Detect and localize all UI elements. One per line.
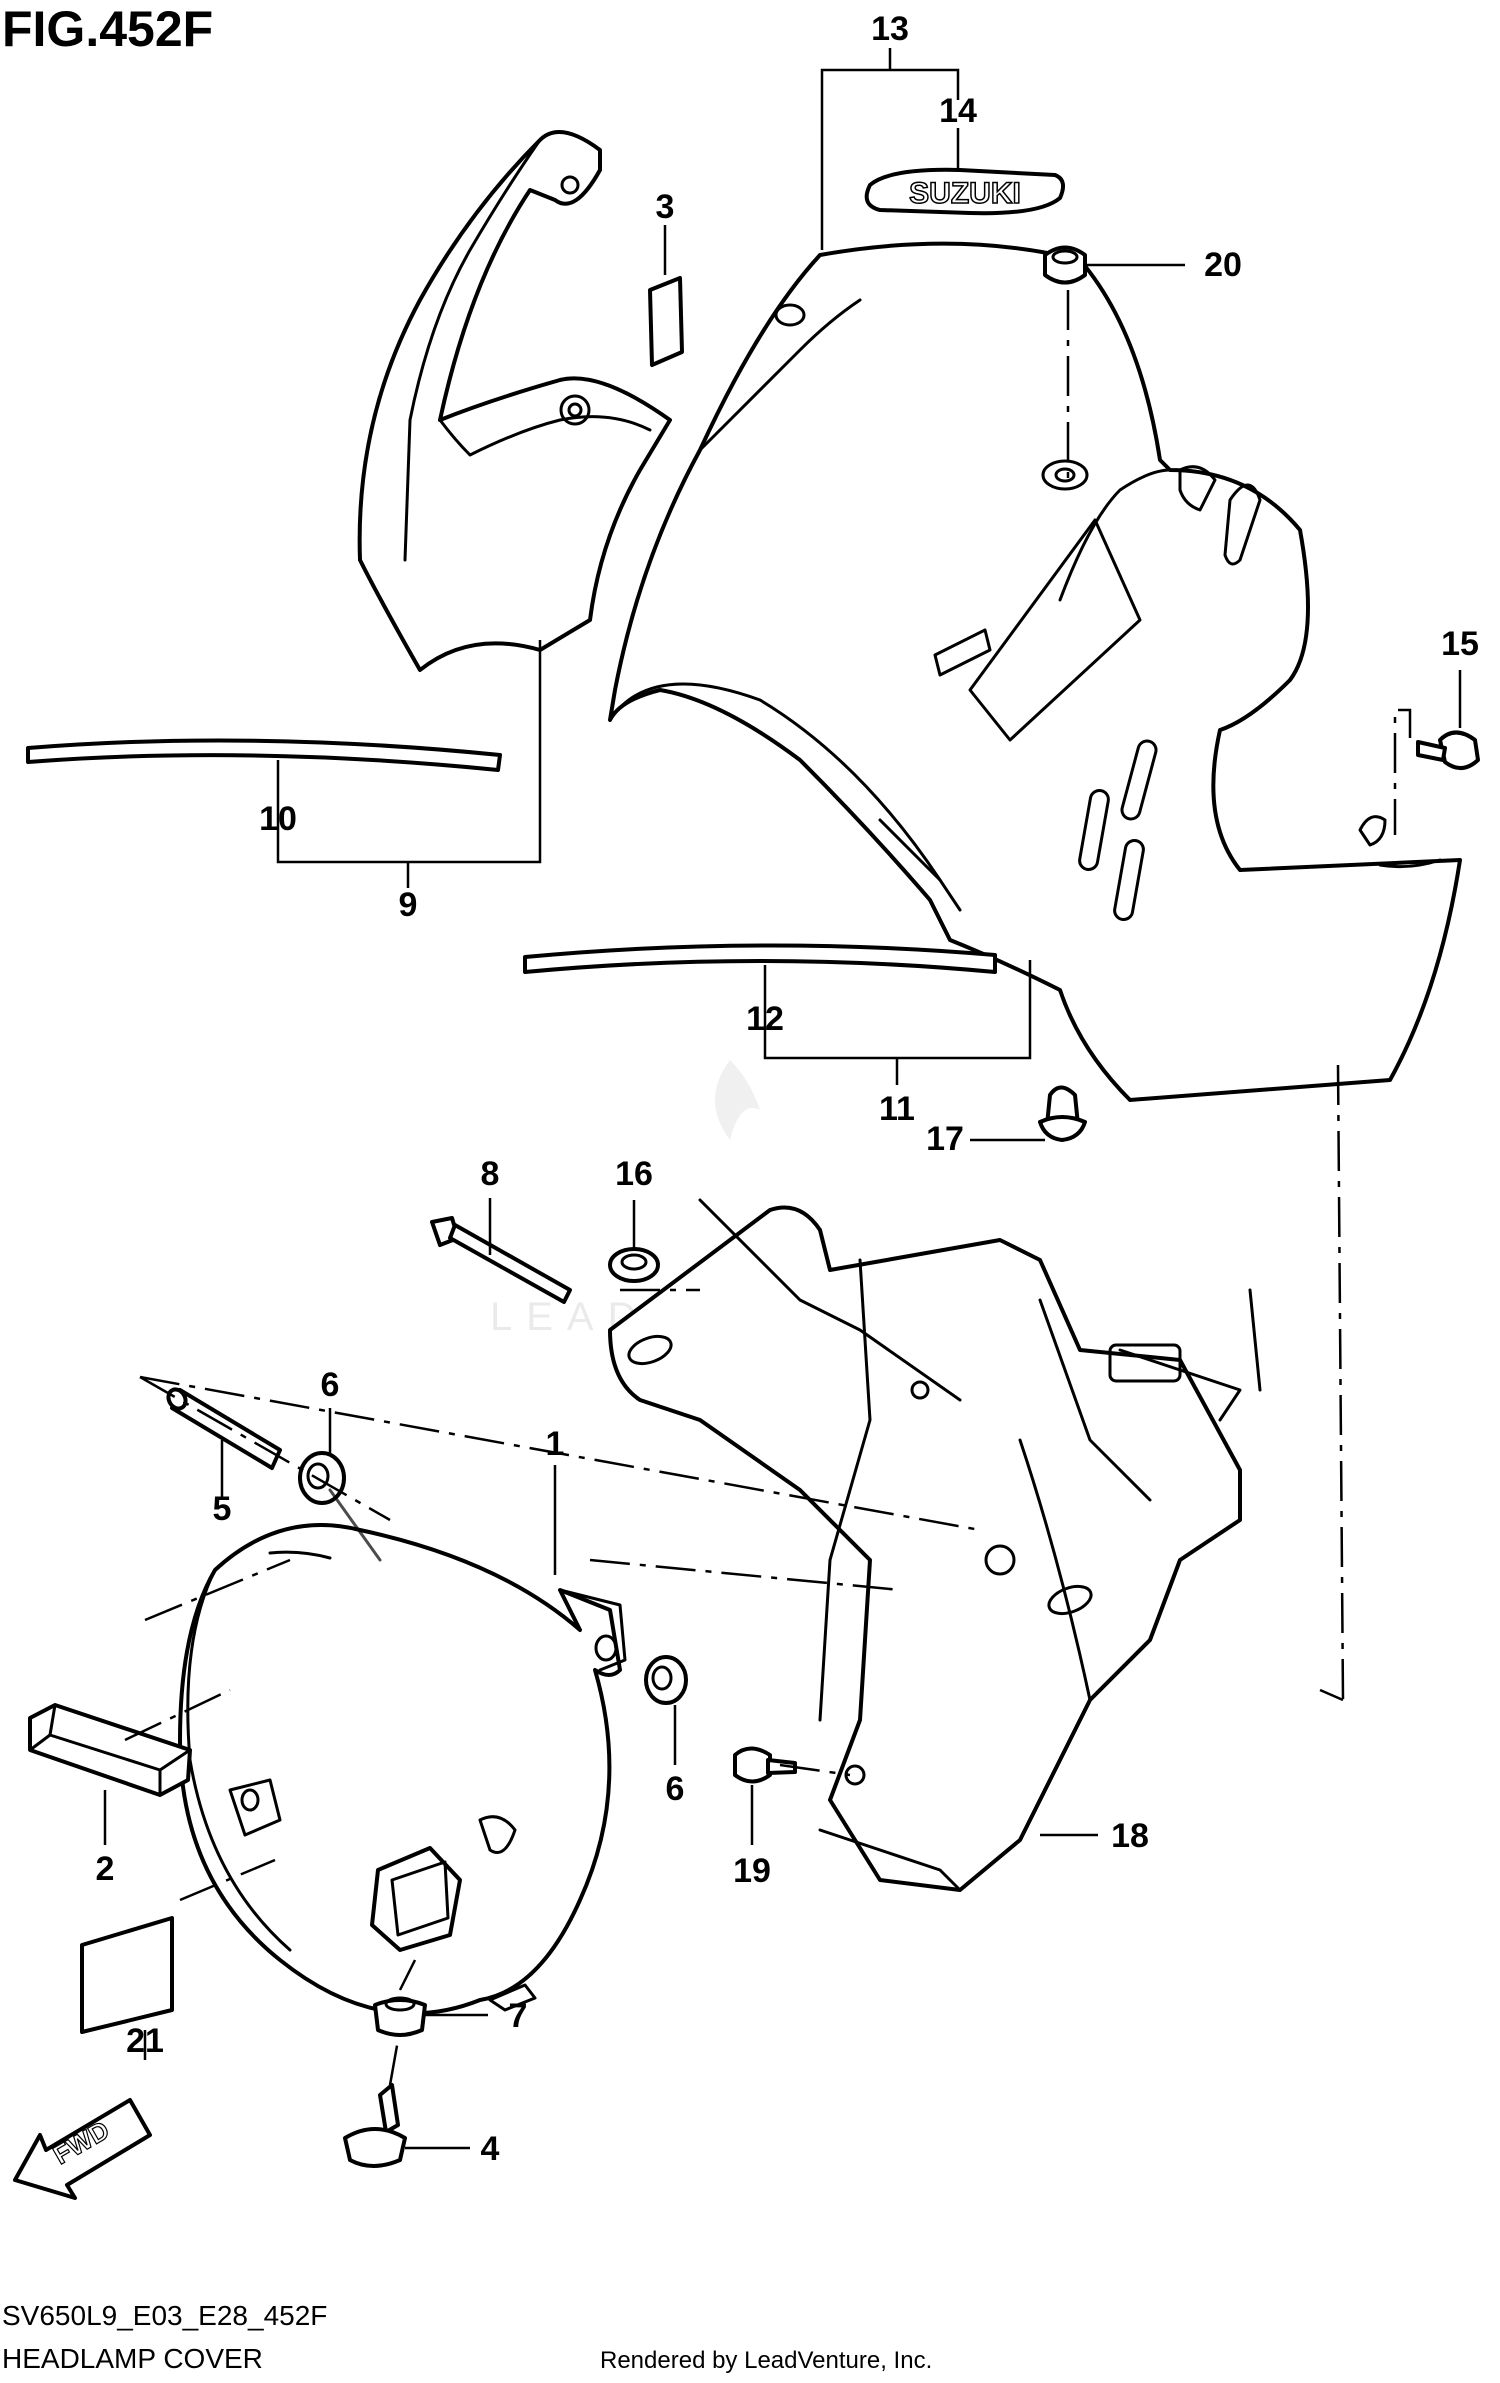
bolt-19 — [733, 1746, 797, 1784]
callout-4: 4 — [481, 2130, 500, 2168]
callout-18: 18 — [1111, 1817, 1149, 1855]
callout-6-upper: 6 — [321, 1366, 340, 1404]
headlamp-bracket — [608, 1198, 1262, 1892]
callout-12: 12 — [746, 1000, 784, 1038]
callout-6-lower: 6 — [666, 1770, 685, 1808]
grommet-17 — [1038, 1085, 1087, 1142]
callout-5: 5 — [213, 1490, 232, 1528]
caution-label-2 — [28, 1703, 192, 1797]
assembly-dashed-lines — [124, 290, 1412, 2086]
callout-8: 8 — [481, 1155, 500, 1193]
caution-label-3 — [648, 276, 684, 367]
section-name: HEADLAMP COVER — [2, 2343, 263, 2374]
callout-10: 10 — [259, 800, 297, 838]
callout-2: 2 — [96, 1850, 115, 1888]
visor-side-panel — [357, 130, 672, 672]
headlamp-housing — [178, 1488, 627, 2016]
seal-strip-12 — [523, 943, 997, 974]
screw-4 — [343, 2083, 407, 2168]
leader-lines — [103, 48, 1462, 2150]
seal-strip-10 — [26, 738, 502, 772]
callout-11: 11 — [879, 1090, 915, 1128]
callout-14: 14 — [939, 92, 977, 130]
screw-15 — [1416, 730, 1480, 770]
figure-title: FIG.452F — [2, 1, 213, 57]
callout-7: 7 — [509, 1997, 528, 2035]
nut-20 — [1043, 245, 1087, 285]
bolt-8 — [430, 1216, 572, 1304]
grommet-6-upper — [298, 1451, 346, 1505]
headlamp-cowl — [608, 241, 1462, 1102]
callout-19: 19 — [733, 1852, 771, 1890]
callout-20: 20 — [1204, 246, 1242, 284]
grommet-6-lower — [644, 1655, 688, 1705]
callout-15: 15 — [1441, 625, 1479, 663]
callout-21: 21 — [126, 2022, 164, 2060]
callout-16: 16 — [615, 1155, 653, 1193]
render-credit: Rendered by LeadVenture, Inc. — [600, 2347, 932, 2374]
callout-3: 3 — [656, 188, 675, 226]
caution-label-21 — [80, 1916, 174, 2034]
svg-text:SUZUKI: SUZUKI — [909, 177, 1021, 210]
grommet-16 — [608, 1247, 660, 1283]
grommet-7 — [373, 1996, 427, 2037]
forward-direction-arrow: FWD — [13, 2098, 152, 2200]
callout-17: 17 — [926, 1120, 964, 1158]
suzuki-emblem: SUZUKI — [864, 167, 1066, 216]
callout-9: 9 — [399, 886, 418, 924]
callout-13: 13 — [871, 10, 909, 48]
callout-1: 1 — [546, 1425, 565, 1463]
model-code: SV650L9_E03_E28_452F — [2, 2300, 327, 2331]
callout-labels: 13 14 3 20 15 10 9 12 11 17 8 16 6 5 1 6… — [96, 10, 1479, 2168]
